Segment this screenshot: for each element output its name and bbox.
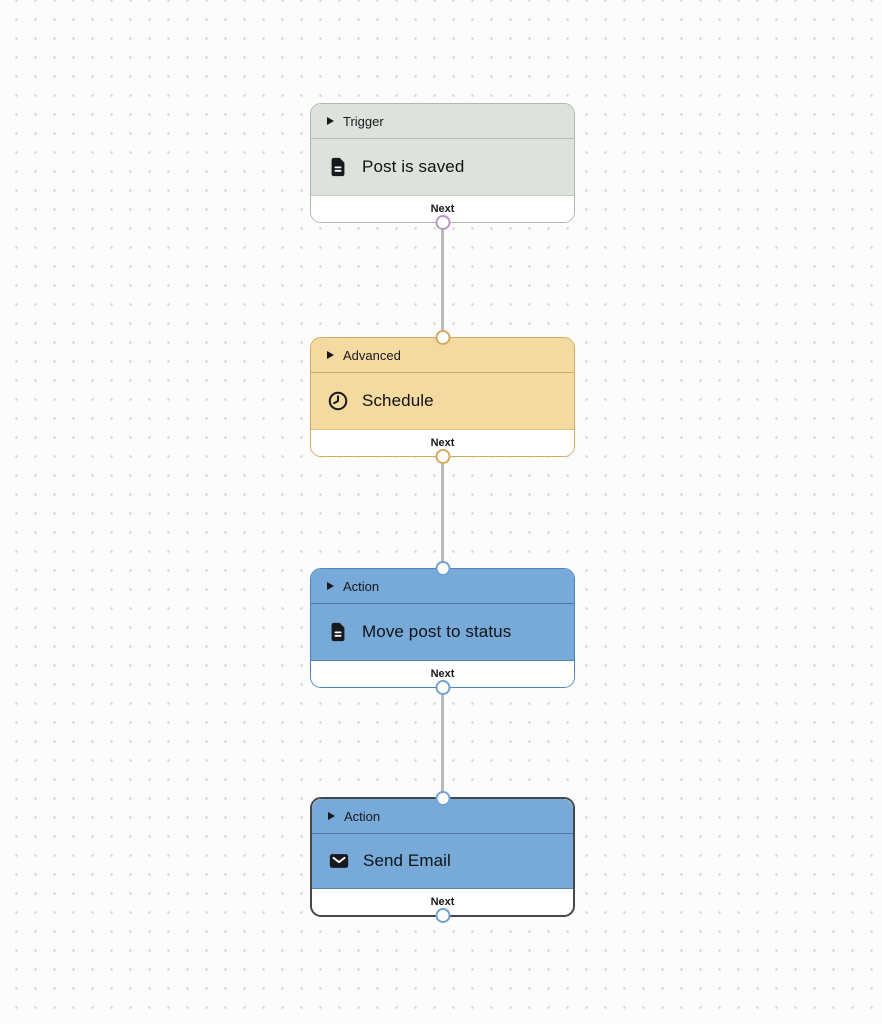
target-handle[interactable] <box>435 791 450 806</box>
envelope-icon <box>328 850 350 872</box>
node-card: Advanced Schedule Next <box>311 338 574 456</box>
workflow-node-trigger-post-is-saved[interactable]: Trigger Post is saved Next <box>310 103 575 230</box>
node-title: Schedule <box>362 391 434 410</box>
node-category-label: Advanced <box>343 347 401 363</box>
node-body: Send Email <box>312 834 573 889</box>
node-category-label: Trigger <box>343 113 384 129</box>
workflow-node-advanced-schedule[interactable]: Advanced Schedule Next <box>310 330 575 464</box>
node-header[interactable]: Action <box>311 569 574 604</box>
workflow-node-action-send-email[interactable]: Action Send Email Next <box>310 791 575 923</box>
source-handle[interactable] <box>435 449 450 464</box>
node-card: Trigger Post is saved Next <box>311 104 574 222</box>
node-title: Post is saved <box>362 157 465 176</box>
source-handle[interactable] <box>435 680 450 695</box>
collapse-triangle-icon[interactable] <box>327 582 334 590</box>
node-title: Send Email <box>363 851 451 870</box>
collapse-triangle-icon[interactable] <box>328 812 335 820</box>
next-handle-label: Next <box>430 668 455 680</box>
next-handle-label: Next <box>430 203 455 215</box>
node-card: Action Send Email Next <box>312 799 573 915</box>
node-body: Move post to status <box>311 604 574 661</box>
node-category-label: Action <box>343 578 380 594</box>
document-icon <box>327 621 349 643</box>
clock-icon <box>327 390 349 412</box>
collapse-triangle-icon[interactable] <box>327 351 334 359</box>
target-handle[interactable] <box>435 330 450 345</box>
collapse-triangle-icon[interactable] <box>327 117 334 125</box>
source-handle[interactable] <box>435 908 450 923</box>
document-icon <box>327 156 349 178</box>
target-handle[interactable] <box>435 561 450 576</box>
node-category-label: Action <box>344 808 381 824</box>
node-body: Schedule <box>311 373 574 430</box>
node-body: Post is saved <box>311 139 574 196</box>
node-title: Move post to status <box>362 622 512 641</box>
next-handle-label: Next <box>430 896 455 908</box>
source-handle[interactable] <box>435 215 450 230</box>
next-handle-label: Next <box>430 437 455 449</box>
edge-connector[interactable] <box>441 223 444 337</box>
edge-connector[interactable] <box>441 457 444 568</box>
workflow-node-action-move-post-to-status[interactable]: Action Move post to status Next <box>310 561 575 695</box>
edge-connector[interactable] <box>441 688 444 797</box>
node-header[interactable]: Trigger <box>311 104 574 139</box>
node-card: Action Move post to status Next <box>311 569 574 687</box>
